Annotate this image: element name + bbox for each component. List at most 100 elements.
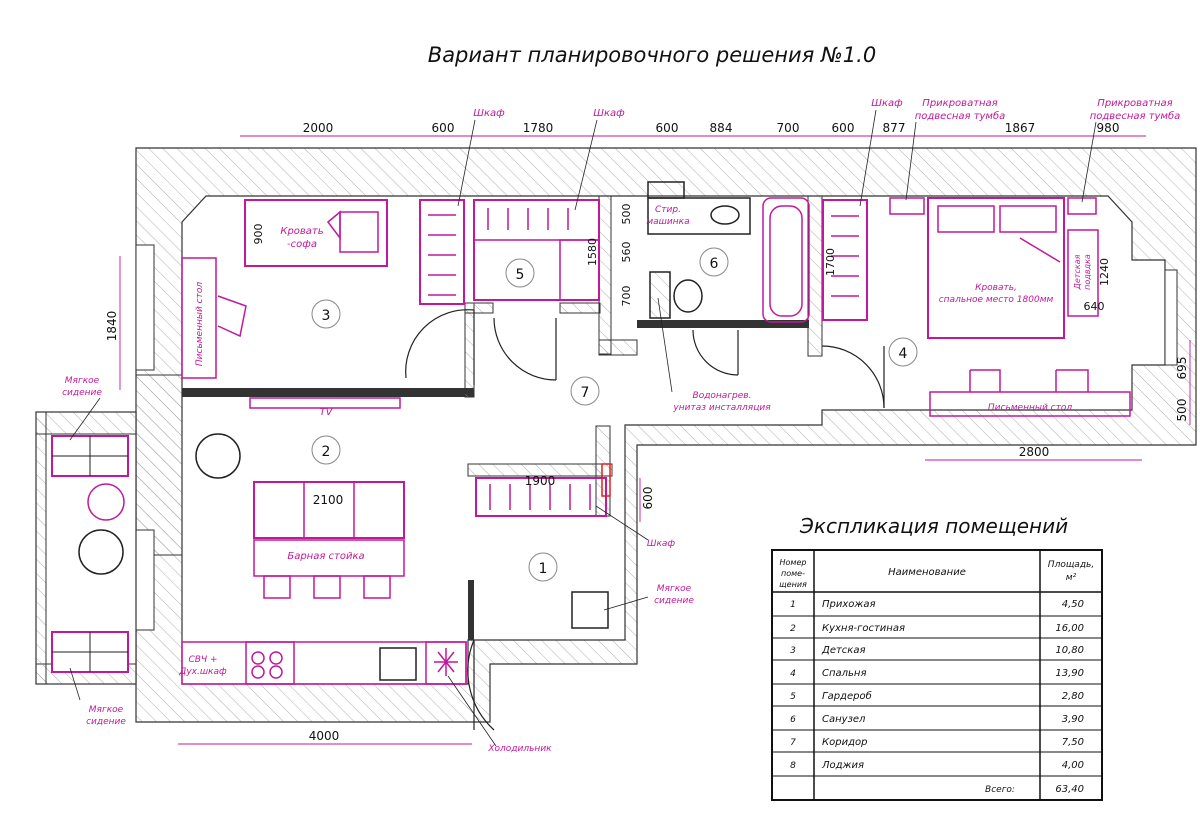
table-total-value: 63,40 [1055, 784, 1084, 795]
dimension-lines [119, 135, 1191, 745]
svg-text:Прикроватная: Прикроватная [922, 98, 997, 109]
room-number: 2 [322, 444, 331, 460]
table-cell: 7 [790, 738, 796, 748]
svg-text:TV: TV [320, 407, 334, 418]
table-cell: Санузел [822, 714, 866, 725]
chair-icon [78, 529, 124, 575]
svg-text:Кровать,: Кровать, [975, 283, 1017, 293]
table-cell: 1 [790, 600, 796, 610]
desk-kids [181, 257, 217, 379]
svg-text:560: 560 [620, 242, 633, 263]
svg-text:машинка: машинка [646, 217, 689, 227]
red-marker [601, 463, 611, 497]
svg-text:Мягкое: Мягкое [89, 705, 124, 715]
svg-text:1580: 1580 [586, 238, 599, 266]
svg-text:щения: щения [779, 580, 807, 589]
table-cell: 10,80 [1055, 645, 1084, 656]
svg-text:2800: 2800 [1019, 445, 1050, 459]
svg-text:1240: 1240 [1098, 258, 1111, 286]
svg-text:Детская: Детская [1073, 254, 1082, 290]
svg-text:поме-: поме- [781, 569, 805, 578]
svg-text:Площадь,: Площадь, [1048, 560, 1094, 570]
svg-text:Письменный стол: Письменный стол [195, 282, 205, 366]
table-cell: Детская [821, 645, 865, 656]
svg-text:1900: 1900 [525, 474, 556, 488]
svg-text:м²: м² [1066, 573, 1077, 583]
drawing-title: Вариант планировочного решения №1.0 [428, 43, 876, 67]
wardrobe-bedroom [822, 199, 868, 321]
leader-lines [69, 109, 1097, 747]
svg-text:Письменный стол: Письменный стол [988, 403, 1072, 413]
table-cell: 5 [790, 692, 796, 702]
wardrobe-kids [419, 199, 465, 305]
svg-text:сидение: сидение [654, 596, 694, 606]
table-cell: Кухня-гостиная [822, 623, 905, 634]
svg-text:700: 700 [620, 286, 633, 307]
table-cell: Спальня [822, 668, 867, 679]
svg-text:600: 600 [432, 121, 455, 135]
svg-text:Шкаф: Шкаф [593, 108, 625, 119]
kitchen-counter [181, 641, 467, 685]
table-cell: Прихожая [822, 599, 876, 610]
svg-text:спальное место 1800мм: спальное место 1800мм [939, 295, 1054, 305]
room-number: 1 [539, 561, 548, 577]
svg-text:500: 500 [620, 204, 633, 225]
table-cell: 2,80 [1062, 691, 1084, 702]
room-number: 4 [899, 346, 908, 362]
svg-text:600: 600 [832, 121, 855, 135]
room-number: 3 [322, 308, 331, 324]
room-numbers: 1 2 3 4 5 6 7 [311, 247, 918, 582]
svg-text:695: 695 [1175, 357, 1189, 380]
svg-text:700: 700 [777, 121, 800, 135]
furniture-labels: Шкаф Шкаф Шкаф Прикроватная подвесная ту… [62, 98, 1180, 754]
svg-text:980: 980 [1097, 121, 1120, 135]
svg-text:877: 877 [883, 121, 906, 135]
svg-text:сидение: сидение [62, 388, 102, 398]
table-cell: 3,90 [1062, 714, 1084, 725]
table-title: Экспликация помещений [799, 514, 1068, 538]
svg-text:Шкаф: Шкаф [473, 108, 505, 119]
svg-text:Кровать: Кровать [280, 226, 323, 237]
double-bed [927, 197, 1065, 339]
svg-text:2000: 2000 [303, 121, 334, 135]
furniture [181, 181, 1131, 685]
table-total-label: Всего: [985, 785, 1015, 795]
svg-text:подвесная тумба: подвесная тумба [1090, 110, 1181, 122]
dimension-labels: 2000 600 1780 600 884 700 600 877 1867 9… [105, 121, 1189, 743]
svg-text:500: 500 [1175, 399, 1189, 422]
svg-text:Холодильник: Холодильник [487, 744, 552, 754]
table-cell: 13,90 [1055, 668, 1084, 679]
svg-text:1700: 1700 [824, 248, 837, 276]
sofa-bed [244, 199, 388, 267]
svg-text:Стир.: Стир. [655, 205, 681, 215]
table-cell: 16,00 [1055, 623, 1084, 634]
water-heater [649, 271, 671, 319]
walk-in-wardrobe [473, 199, 600, 301]
svg-text:1840: 1840 [105, 311, 119, 342]
table-cell: 8 [790, 761, 796, 771]
svg-text:-софа: -софа [287, 239, 317, 250]
table-cell: Коридор [822, 737, 867, 748]
tv-unit [249, 397, 401, 409]
explication-table: Экспликация помещений Номер поме- щения … [771, 514, 1103, 801]
table-cell: 4,00 [1062, 760, 1084, 771]
table-cell: 7,50 [1062, 737, 1084, 748]
soft-seat [571, 591, 609, 629]
svg-text:унитаз инсталляция: унитаз инсталляция [672, 403, 771, 413]
loggia [35, 411, 137, 685]
svg-text:900: 900 [252, 224, 265, 245]
svg-text:1780: 1780 [523, 121, 554, 135]
table-cell: 3 [790, 646, 796, 656]
doors [405, 309, 885, 731]
svg-text:4000: 4000 [309, 729, 340, 743]
svg-text:884: 884 [710, 121, 733, 135]
svg-text:Водонагрев.: Водонагрев. [693, 391, 752, 401]
table-header: Наименование [888, 567, 966, 578]
svg-text:подвдка: подвдка [1083, 254, 1092, 290]
svg-text:Шкаф: Шкаф [647, 539, 676, 549]
room-number: 7 [581, 385, 590, 401]
svg-text:Прикроватная: Прикроватная [1097, 98, 1172, 109]
table-cell: 6 [790, 715, 796, 725]
svg-text:600: 600 [641, 487, 655, 510]
